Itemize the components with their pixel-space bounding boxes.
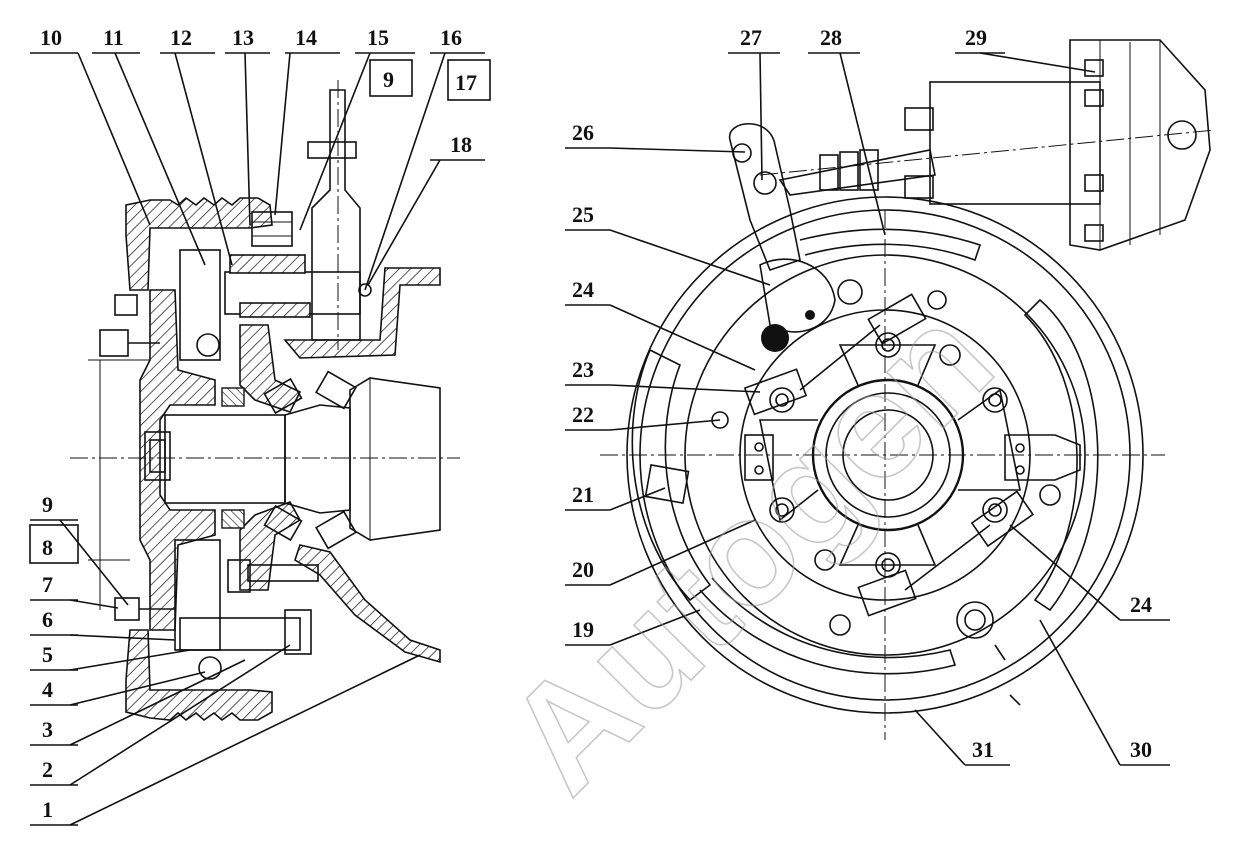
drum-casing-upper bbox=[125, 196, 273, 291]
label-15: 15 bbox=[367, 25, 389, 50]
label-25: 25 bbox=[572, 202, 594, 227]
label-16: 16 bbox=[440, 25, 462, 50]
axle-shaft bbox=[164, 414, 286, 504]
anchor-pin-lower bbox=[179, 617, 301, 651]
label-4: 4 bbox=[42, 677, 53, 702]
label-31: 31 bbox=[972, 737, 994, 762]
drum-casing-lower bbox=[125, 629, 273, 722]
brake-chamber bbox=[904, 39, 1211, 251]
cam-lever bbox=[729, 122, 801, 271]
label-13: 13 bbox=[232, 25, 254, 50]
label-21: 21 bbox=[572, 482, 594, 507]
label-23: 23 bbox=[572, 357, 594, 382]
label-1: 1 bbox=[42, 797, 53, 822]
label-29: 29 bbox=[965, 25, 987, 50]
label-5: 5 bbox=[42, 642, 53, 667]
bolt-14 bbox=[251, 211, 293, 247]
label-27: 27 bbox=[740, 25, 762, 50]
label-7: 7 bbox=[42, 572, 53, 597]
label-24-left: 24 bbox=[572, 277, 594, 302]
bearing-upper bbox=[263, 370, 357, 415]
axle-housing-lower bbox=[294, 544, 441, 664]
oil-seal-lower bbox=[221, 509, 245, 529]
label-8: 8 bbox=[42, 535, 53, 560]
label-11: 11 bbox=[103, 25, 124, 50]
label-6: 6 bbox=[42, 607, 53, 632]
hub-spokes bbox=[759, 344, 1021, 566]
adjuster-lug bbox=[644, 464, 690, 504]
label-26: 26 bbox=[572, 120, 594, 145]
right-elevation-view bbox=[600, 39, 1216, 740]
hub-flange bbox=[139, 289, 216, 631]
push-rod bbox=[778, 149, 936, 196]
leader-lines bbox=[29, 52, 1170, 826]
label-17: 17 bbox=[455, 70, 477, 95]
brake-shoe-lower bbox=[174, 539, 221, 651]
left-sectional-view bbox=[70, 80, 460, 722]
oil-seal-upper bbox=[221, 387, 245, 407]
brake-shoe-right bbox=[1023, 298, 1099, 612]
label-14: 14 bbox=[295, 25, 317, 50]
label-24-right: 24 bbox=[1130, 592, 1152, 617]
label-2: 2 bbox=[42, 757, 53, 782]
label-3: 3 bbox=[42, 717, 53, 742]
label-9-left: 9 bbox=[42, 492, 53, 517]
label-10: 10 bbox=[40, 25, 62, 50]
part-number-labels: 10 11 12 13 14 15 16 9 17 18 9 8 7 6 5 4… bbox=[40, 25, 1152, 822]
label-9-top: 9 bbox=[383, 67, 394, 92]
brake-shoe-upper bbox=[179, 249, 221, 361]
label-30: 30 bbox=[1130, 737, 1152, 762]
label-19: 19 bbox=[572, 617, 594, 642]
wheel-bolts bbox=[711, 290, 1061, 639]
label-12: 12 bbox=[170, 25, 192, 50]
axle-housing-upper bbox=[283, 267, 441, 359]
bearing-lower bbox=[263, 504, 357, 550]
label-28: 28 bbox=[820, 25, 842, 50]
return-springs bbox=[743, 293, 1035, 617]
watermark: Autogen bbox=[474, 274, 1023, 823]
label-18: 18 bbox=[450, 132, 472, 157]
label-22: 22 bbox=[572, 402, 594, 427]
label-20: 20 bbox=[572, 557, 594, 582]
brake-lever bbox=[311, 89, 361, 341]
hub-upper-web bbox=[239, 324, 302, 413]
